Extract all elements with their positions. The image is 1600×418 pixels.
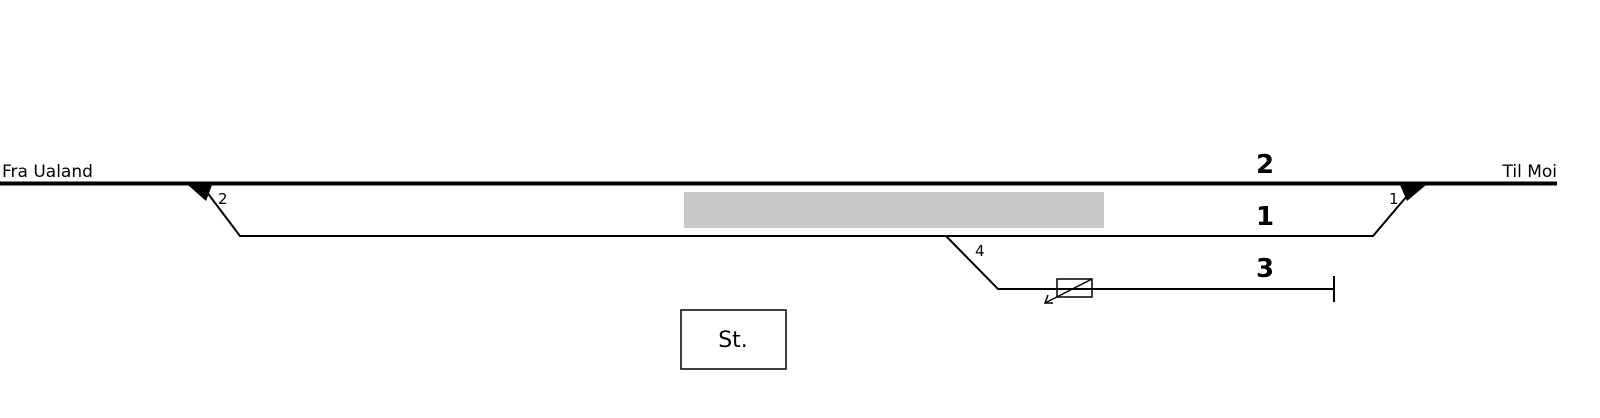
track-3-number: 3 [1256,254,1274,284]
derailer-icon [1043,278,1093,304]
from-label: Fra Ualand [2,162,93,182]
station-building [680,309,787,370]
platform [684,192,1104,228]
switch-4-number: 4 [975,242,985,260]
track-1-line [199,182,1419,237]
track-2-number: 2 [1256,150,1274,180]
switch-2-number: 2 [218,190,228,208]
switch-1-number: 1 [1389,190,1399,208]
track-1-number: 1 [1256,202,1274,232]
track-3-line [945,235,1334,290]
switch-1-triangle [1400,185,1426,201]
to-label: Til Moi [1501,162,1557,182]
switch-2-triangle [188,185,212,201]
station-label: St. [718,328,748,353]
